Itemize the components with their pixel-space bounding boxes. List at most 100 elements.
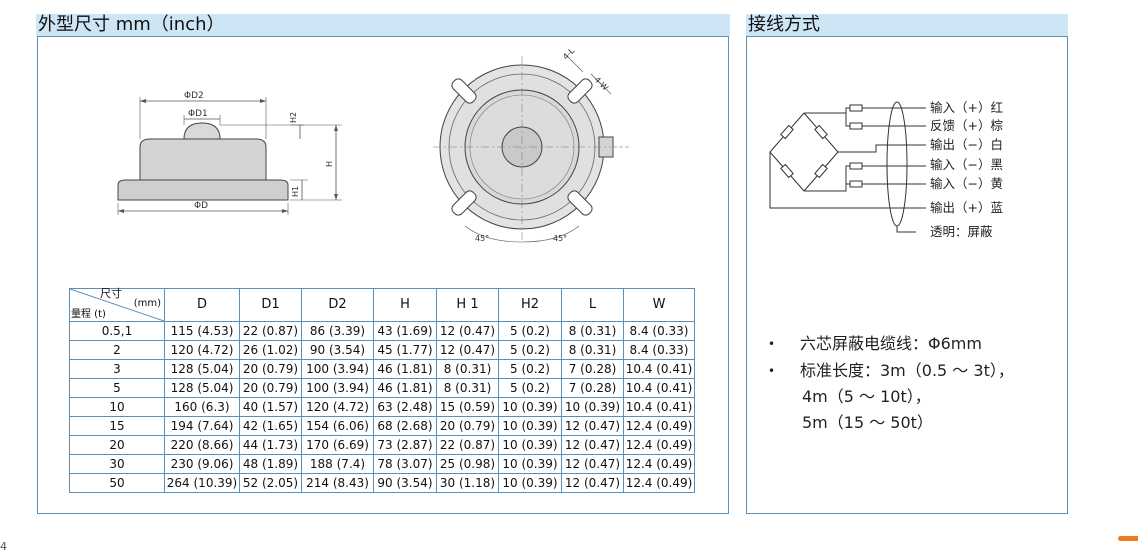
table-cell: 10.4 (0.41) [623,359,695,379]
dimensions-title: 外型尺寸 mm（inch） [36,14,730,36]
table-cell: 15 (0.59) [436,397,499,417]
top-view-drawing: 4-L 4-W 45° 45° [433,46,629,243]
wiring-diagram: 输入（+）红 反馈（+）棕 输出（−）白 输入（−）黑 输入（−）黄 输出（+）… [769,100,1003,239]
wire-label-output-plus: 输出（+）蓝 [930,200,1003,215]
table-cell: 22 (0.87) [436,435,499,455]
wiring-title: 接线方式 [746,14,1068,36]
l-label: 4-L [561,46,577,61]
table-cell: 160 (6.3) [164,397,240,417]
range-cell: 50 [69,473,165,493]
table-cell: 78 (3.07) [373,454,437,474]
range-cell: 15 [69,416,165,436]
w-label: 4-W [593,75,610,92]
table-cell: 170 (6.69) [301,435,374,455]
range-cell: 2 [69,340,165,360]
table-cell: 10 (0.39) [498,435,562,455]
table-cell: 12 (0.47) [436,321,499,341]
spec-cable-text: 六芯屏蔽电缆线：Φ6mm [800,334,982,353]
table-cell: 68 (2.68) [373,416,437,436]
column-header: D1 [239,288,302,322]
table-cell: 86 (3.39) [301,321,374,341]
table-cell: 12.4 (0.49) [623,473,695,493]
table-cell: 5 (0.2) [498,340,562,360]
table-cell: 12 (0.47) [561,454,624,474]
table-cell: 230 (9.06) [164,454,240,474]
table-cell: 12 (0.47) [561,435,624,455]
table-cell: 45 (1.77) [373,340,437,360]
table-cell: 8 (0.31) [436,378,499,398]
table-corner-cell: 尺寸 (mm) 量程 (t) [69,287,165,322]
table-cell: 20 (0.79) [239,359,302,379]
range-cell: 20 [69,435,165,455]
table-cell: 7 (0.28) [561,378,624,398]
table-cell: 26 (1.02) [239,340,302,360]
column-header: D2 [301,288,374,322]
table-cell: 12 (0.47) [436,340,499,360]
table-cell: 120 (4.72) [164,340,240,360]
spec-item-length: • 标准长度：3m（0.5 ～ 3t）， [768,361,1014,381]
h1-label: H1 [291,186,300,197]
d-label: ΦD [194,201,208,211]
corner-divider [70,289,164,321]
range-cell: 5 [69,378,165,398]
table-cell: 5 (0.2) [498,378,562,398]
column-header: W [623,288,695,322]
spec-length-text: 标准长度：3m（0.5 ～ 3t）， [800,361,1014,380]
table-cell: 10.4 (0.41) [623,397,695,417]
table-cell: 44 (1.73) [239,435,302,455]
table-cell: 48 (1.89) [239,454,302,474]
table-cell: 46 (1.81) [373,359,437,379]
range-cell: 10 [69,397,165,417]
table-cell: 40 (1.57) [239,397,302,417]
spec-length-line3: 5m（15 ～ 50t） [802,413,933,432]
table-cell: 8.4 (0.33) [623,321,695,341]
angle-left-label: 45° [475,234,489,243]
table-cell: 12.4 (0.49) [623,416,695,436]
bullet-icon: • [768,364,776,378]
spec-length-line2: 4m（5 ～ 10t）， [802,387,931,406]
corner-unit-label: (mm) [133,298,161,309]
table-cell: 120 (4.72) [301,397,374,417]
corner-range-label: 量程 (t) [71,309,106,320]
table-cell: 8.4 (0.33) [623,340,695,360]
table-cell: 8 (0.31) [561,321,624,341]
table-cell: 90 (3.54) [301,340,374,360]
table-cell: 188 (7.4) [301,454,374,474]
table-cell: 10 (0.39) [498,473,562,493]
table-cell: 20 (0.79) [239,378,302,398]
table-cell: 10 (0.39) [561,397,624,417]
column-header: D [164,288,240,322]
table-cell: 12 (0.47) [561,416,624,436]
wiring-panel [746,36,1068,514]
angle-right-label: 45° [553,234,567,243]
range-cell: 30 [69,454,165,474]
table-cell: 10 (0.39) [498,454,562,474]
wire-label-input-minus-black: 输入（−）黑 [930,157,1003,172]
table-cell: 25 (0.98) [436,454,499,474]
table-cell: 73 (2.87) [373,435,437,455]
dimensions-panel [37,36,729,514]
table-cell: 100 (3.94) [301,378,374,398]
table-cell: 43 (1.69) [373,321,437,341]
accent-tab [1118,536,1138,541]
page-number: 4 [0,540,7,553]
table-cell: 22 (0.87) [239,321,302,341]
corner-top-label: 尺寸 [100,287,122,300]
side-view-drawing: ΦD2 ΦD1 ΦD H2 H H1 [117,91,342,215]
d2-label: ΦD2 [184,91,204,101]
table-cell: 100 (3.94) [301,359,374,379]
column-header: H [373,288,437,322]
wire-label-input-minus-yellow: 输入（−）黄 [930,176,1003,191]
wire-label-input-plus: 输入（+）红 [930,100,1003,115]
table-cell: 12.4 (0.49) [623,435,695,455]
table-cell: 5 (0.2) [498,321,562,341]
